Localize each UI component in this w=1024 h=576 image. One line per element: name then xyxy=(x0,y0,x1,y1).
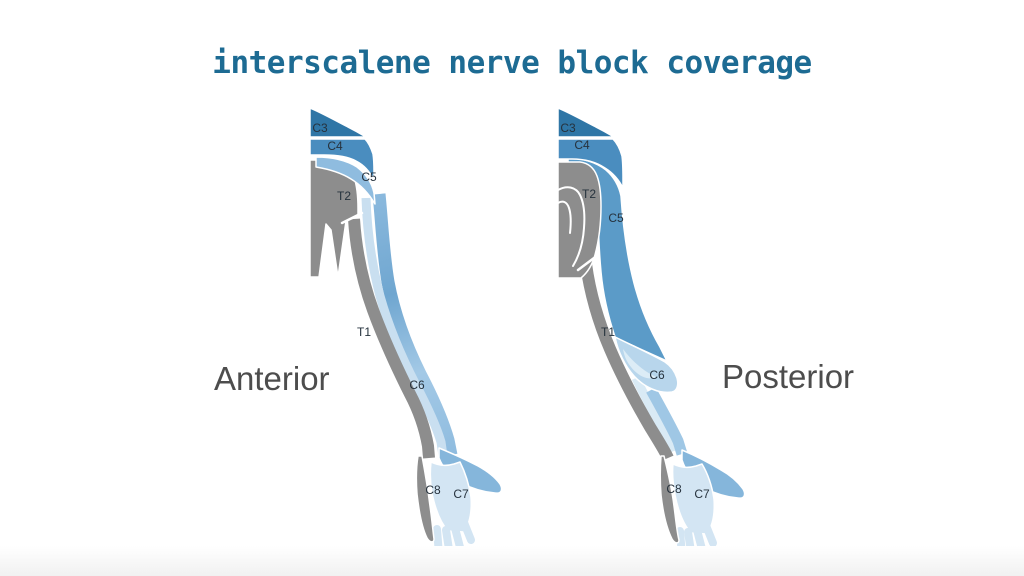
region-c3 xyxy=(309,107,367,138)
page-title: interscalene nerve block coverage xyxy=(212,45,812,81)
region-label-c3: C3 xyxy=(560,121,576,135)
region-c3 xyxy=(557,107,615,138)
posterior-arm-diagram: C3 C4 T2 C5 T1 C6 C8 C7 xyxy=(557,107,746,562)
region-label-t1: T1 xyxy=(357,325,371,339)
region-label-c7: C7 xyxy=(453,487,469,501)
region-t1-band xyxy=(580,263,674,461)
region-label-c6: C6 xyxy=(409,378,425,392)
region-c8-strip xyxy=(659,455,680,544)
region-label-c3: C3 xyxy=(312,121,328,135)
region-c6-leaf-highlight xyxy=(623,349,656,379)
anterior-arm-diagram: C3 C4 C5 T2 T1 C6 C8 C7 xyxy=(309,107,503,560)
region-label-t2: T2 xyxy=(582,187,596,201)
region-label-c6: C6 xyxy=(649,368,665,382)
bottom-fade xyxy=(0,546,1024,576)
anterior-view-label: Anterior xyxy=(214,360,330,397)
t2-t1-separator xyxy=(576,256,596,272)
region-label-c4: C4 xyxy=(574,138,590,152)
region-label-c4: C4 xyxy=(327,139,343,153)
region-c5-forearm-stripe xyxy=(361,197,448,457)
region-c6-stripe xyxy=(372,193,458,457)
region-c7-palm xyxy=(671,463,715,535)
posterior-view-label: Posterior xyxy=(722,358,855,395)
region-c4 xyxy=(309,138,375,181)
region-label-c8: C8 xyxy=(425,483,441,497)
t2-t1-separator xyxy=(340,211,364,225)
region-forearm-pale-stripe xyxy=(631,376,676,454)
region-t1-band xyxy=(348,218,435,459)
region-c5-shoulder xyxy=(315,156,376,205)
region-label-t1: T1 xyxy=(601,325,615,339)
finger xyxy=(459,516,475,544)
region-label-c8: C8 xyxy=(666,482,682,496)
t2-inner-contour-2 xyxy=(557,200,572,234)
region-label-c7: C7 xyxy=(694,487,710,501)
region-c4 xyxy=(557,138,624,189)
region-c7-palm xyxy=(429,461,472,533)
region-c6-leaf xyxy=(614,336,679,394)
region-c6-forearm-stripe xyxy=(646,387,688,456)
region-label-c5: C5 xyxy=(608,211,624,225)
finger xyxy=(701,519,717,547)
t2-inner-contour xyxy=(557,186,586,267)
region-t2 xyxy=(557,161,602,279)
region-c8-strip xyxy=(415,455,435,543)
region-label-c5: C5 xyxy=(361,170,377,184)
region-label-t2: T2 xyxy=(337,189,351,203)
